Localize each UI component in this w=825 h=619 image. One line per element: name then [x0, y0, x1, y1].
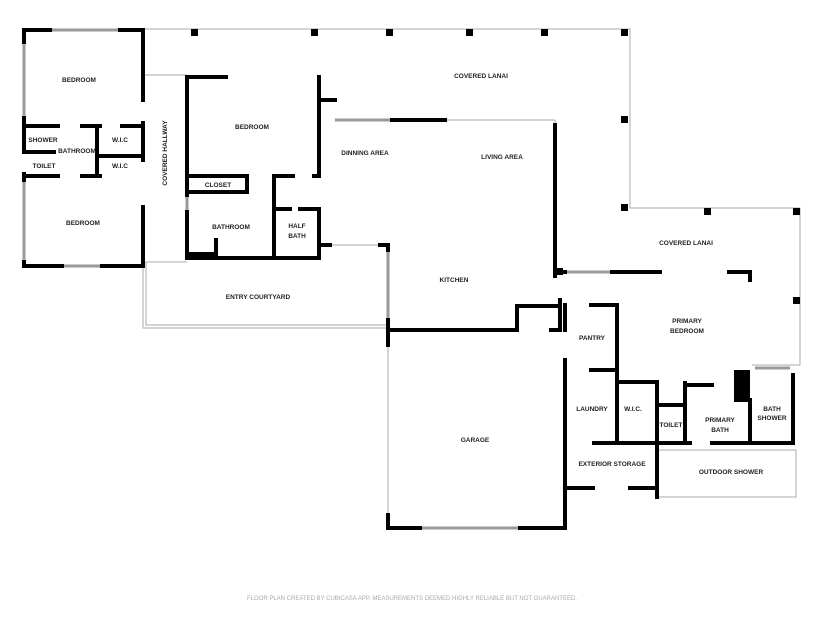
label-bedroom-mid: BEDROOM — [235, 124, 269, 131]
room-labels: BEDROOM SHOWER BATHROOM W.I.C TOILET W.I… — [28, 73, 787, 476]
label-bathroom-west: BATHROOM — [58, 148, 96, 155]
outline-lines — [142, 28, 801, 528]
windows — [22, 28, 790, 530]
label-bath-shower-1: BATH — [763, 406, 781, 413]
lanai-posts — [191, 29, 800, 304]
label-covered-lanai-east: COVERED LANAI — [659, 240, 713, 247]
label-dinning-area: DINNING AREA — [341, 150, 389, 157]
label-shower: SHOWER — [28, 137, 58, 144]
label-covered-hallway: COVERED HALLWAY — [162, 120, 169, 186]
footer-disclaimer: FLOOR PLAN CREATED BY CUBICASA APP. MEAS… — [247, 596, 577, 602]
label-primary-bedroom-2: BEDROOM — [670, 328, 704, 335]
label-covered-lanai-north: COVERED LANAI — [454, 73, 508, 80]
label-half-bath-1: HALF — [288, 223, 305, 230]
label-primary-bath-2: BATH — [711, 427, 729, 434]
label-entry-courtyard: ENTRY COURTYARD — [226, 294, 291, 301]
label-living-area: LIVING AREA — [481, 154, 523, 161]
label-closet: CLOSET — [205, 182, 231, 189]
label-laundry: LAUNDRY — [576, 406, 608, 413]
label-pantry: PANTRY — [579, 335, 606, 342]
walls — [22, 28, 795, 530]
label-garage: GARAGE — [461, 437, 490, 444]
label-toilet-west: TOILET — [33, 163, 56, 170]
label-outdoor-shower: OUTDOOR SHOWER — [699, 469, 764, 476]
label-bath-shower-2: SHOWER — [757, 415, 787, 422]
label-wic-2: W.I.C — [112, 163, 128, 170]
label-half-bath-2: BATH — [288, 233, 306, 240]
label-exterior-storage: EXTERIOR STORAGE — [578, 461, 646, 468]
label-kitchen: KITCHEN — [440, 277, 469, 284]
label-primary-bedroom-1: PRIMARY — [672, 318, 702, 325]
label-primary-bath-1: PRIMARY — [705, 417, 735, 424]
label-toilet-primary: TOILET — [660, 422, 683, 429]
label-bedroom-nw: BEDROOM — [62, 77, 96, 84]
label-bathroom-mid: BATHROOM — [212, 224, 250, 231]
label-wic-primary: W.I.C. — [624, 406, 642, 413]
label-wic-1: W.I.C — [112, 137, 128, 144]
label-bedroom-sw: BEDROOM — [66, 220, 100, 227]
